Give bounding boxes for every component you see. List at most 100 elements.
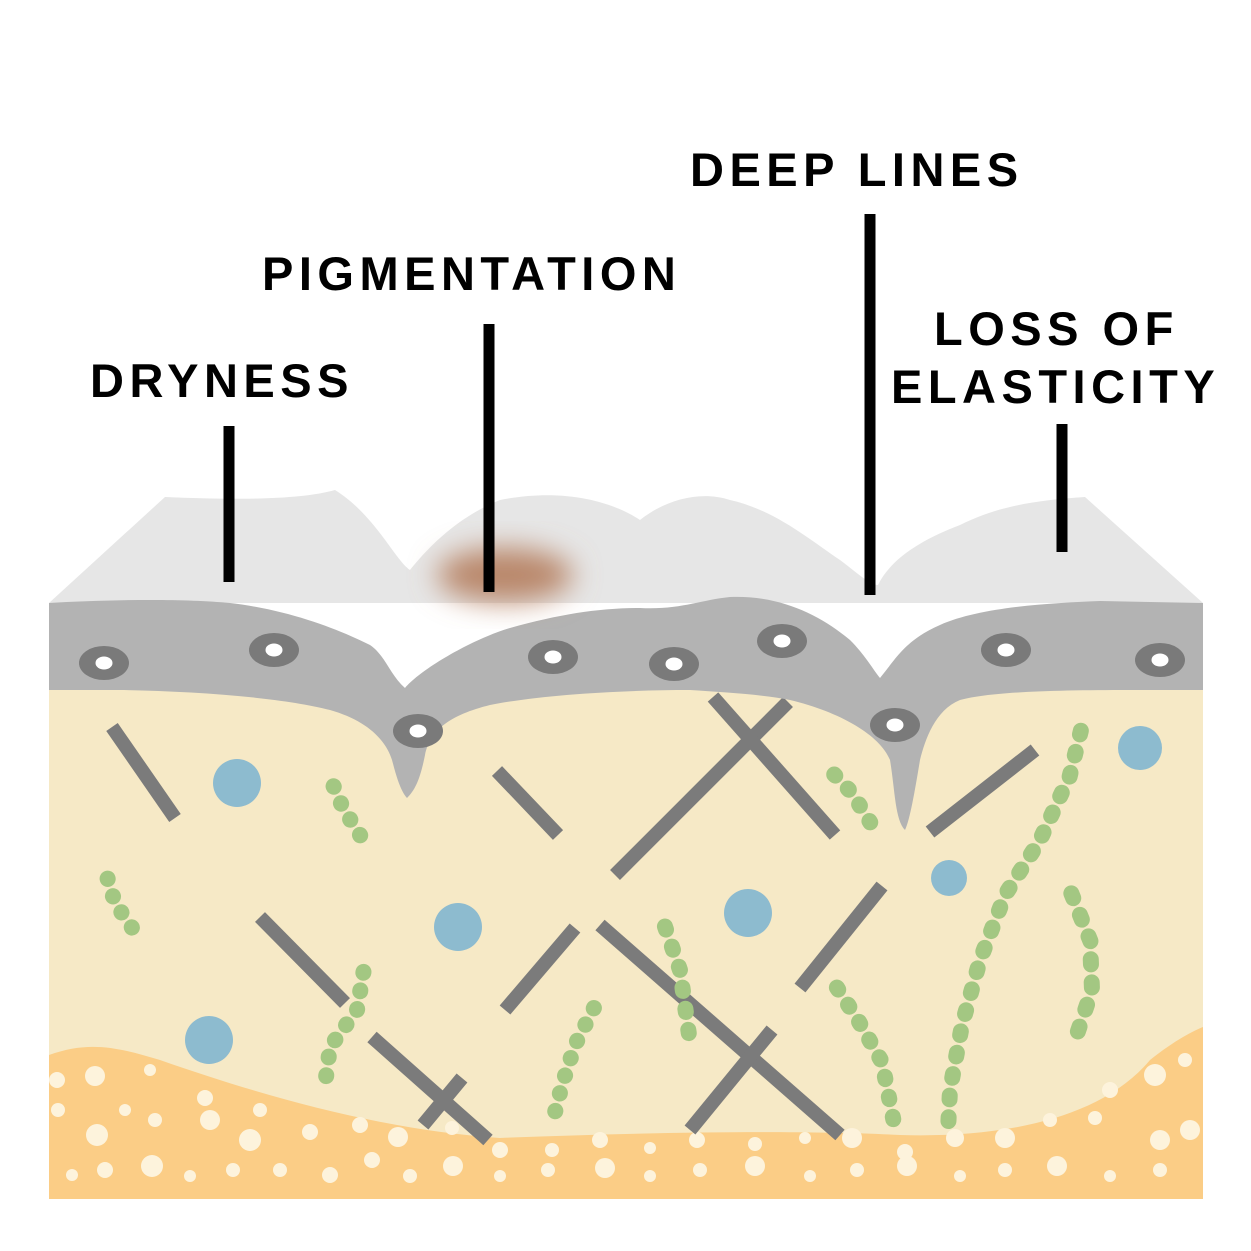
fat-globule-icon [494,1170,506,1182]
elastin-fibers [99,722,1100,1130]
fat-globule-icon [850,1163,864,1177]
fat-globule-icon [897,1144,913,1160]
elastin-fiber-icon [940,722,1089,1130]
epidermal-cell-icon [649,647,699,681]
elastin-fiber-icon [828,979,902,1128]
fat-globule-icon [445,1121,459,1135]
fat-globule-icon [388,1127,408,1147]
fat-globule-icon [1047,1156,1067,1176]
elastin-fiber-icon [318,963,372,1085]
fat-globule-icon [1102,1082,1118,1098]
stratum-corneum [49,490,1203,603]
collagen-fiber-icon [595,919,845,1141]
fat-globule-icon [748,1137,762,1151]
collagen-fiber-icon [417,1073,468,1130]
fat-globule-icon [184,1170,196,1182]
fat-globule-icon [119,1104,131,1116]
hyaluronic-droplets [185,726,1162,1064]
pigmentation-spot [437,548,573,602]
fat-globule-icon [1104,1170,1116,1182]
fat-globule-icon [51,1103,65,1117]
label-loss-of-elasticity-line1: LOSS OF [934,302,1179,355]
epidermal-cell-icon [757,624,807,658]
fat-globule-icon [592,1132,608,1148]
fat-globule-icon [1180,1120,1200,1140]
epidermis-layer [49,596,1203,830]
fat-globule-icon [745,1156,765,1176]
label-loss-of-elasticity-line2: ELASTICITY [891,360,1220,413]
epidermal-cell-icon [79,646,129,680]
fat-globule-icon [200,1110,220,1130]
collagen-fiber-icon [106,723,181,822]
fat-globule-icon [897,1156,917,1176]
fat-globule-icon [1088,1111,1102,1125]
elastin-fiber-icon [656,918,697,1042]
fat-globule-icon [403,1169,417,1183]
hyaluronic-droplet-icon [724,889,772,937]
fat-globule-icon [85,1066,105,1086]
fat-globule-icon [302,1124,318,1140]
fat-globule-icon [322,1167,338,1183]
fat-globule-icon [197,1090,213,1106]
fat-globule-icon [545,1143,559,1157]
fat-globule-icon [148,1113,162,1127]
fat-globule-icon [644,1170,656,1182]
fat-globule-icon [693,1163,707,1177]
elastin-fiber-icon [325,778,369,844]
epidermal-cell-icon [1135,643,1185,677]
fat-globule-icon [253,1103,267,1117]
hyaluronic-droplet-icon [931,860,967,896]
fat-globule-icon [144,1064,156,1076]
collagen-fiber-icon [707,692,841,840]
fat-globule-icon [804,1170,816,1182]
fat-globule-icon [541,1163,555,1177]
collagen-fiber-icon [610,697,793,880]
collagen-fibers [106,692,1040,1146]
fat-globule-icon [226,1163,240,1177]
fat-globule-icon [842,1128,862,1148]
fat-globule-icon [364,1152,380,1168]
collagen-fiber-icon [367,1031,493,1146]
collagen-fiber-icon [794,881,888,993]
fat-globule-icon [97,1162,113,1178]
fat-globule-icon [799,1132,811,1144]
collagen-fiber-icon [684,1025,778,1135]
fat-globule-icon [644,1142,656,1154]
hyaluronic-droplet-icon [434,903,482,951]
fat-globule-icon [492,1142,508,1158]
label-dryness: DRYNESS [90,354,354,407]
fat-globule-icon [995,1128,1015,1148]
label-pigmentation: PIGMENTATION [262,247,681,300]
subcutaneous-fat-layer [49,1027,1203,1199]
hyaluronic-droplet-icon [1118,726,1162,770]
fat-globule-icon [689,1132,705,1148]
fat-globule-icon [1150,1130,1170,1150]
fat-globule-icon [86,1124,108,1146]
collagen-fiber-icon [255,912,350,1008]
hyaluronic-droplet-icon [213,759,261,807]
collagen-fiber-icon [491,766,564,840]
fat-globule-icon [66,1169,78,1181]
fat-globules [49,1053,1200,1183]
fat-globule-icon [946,1129,964,1147]
fat-globule-icon [998,1163,1012,1177]
fat-globule-icon [1144,1064,1166,1086]
hyaluronic-droplet-icon [185,1016,233,1064]
fat-globule-icon [273,1163,287,1177]
fat-globule-icon [239,1129,261,1151]
label-deep-lines: DEEP LINES [690,143,1024,196]
fat-globule-icon [954,1170,966,1182]
elastin-fiber-icon [547,1000,602,1120]
fat-globule-icon [1043,1113,1057,1127]
epidermal-cell-icon [393,714,443,748]
epidermal-cell-icon [528,640,578,674]
epidermal-cell-icon [870,708,920,742]
fat-globule-icon [595,1158,615,1178]
collagen-fiber-icon [499,923,581,1015]
fat-globule-icon [352,1117,368,1133]
epidermal-cell-icon [981,633,1031,667]
epidermal-cell-icon [249,633,299,667]
elastin-fiber-icon [1063,885,1100,1040]
elastin-fiber-icon [99,870,140,936]
